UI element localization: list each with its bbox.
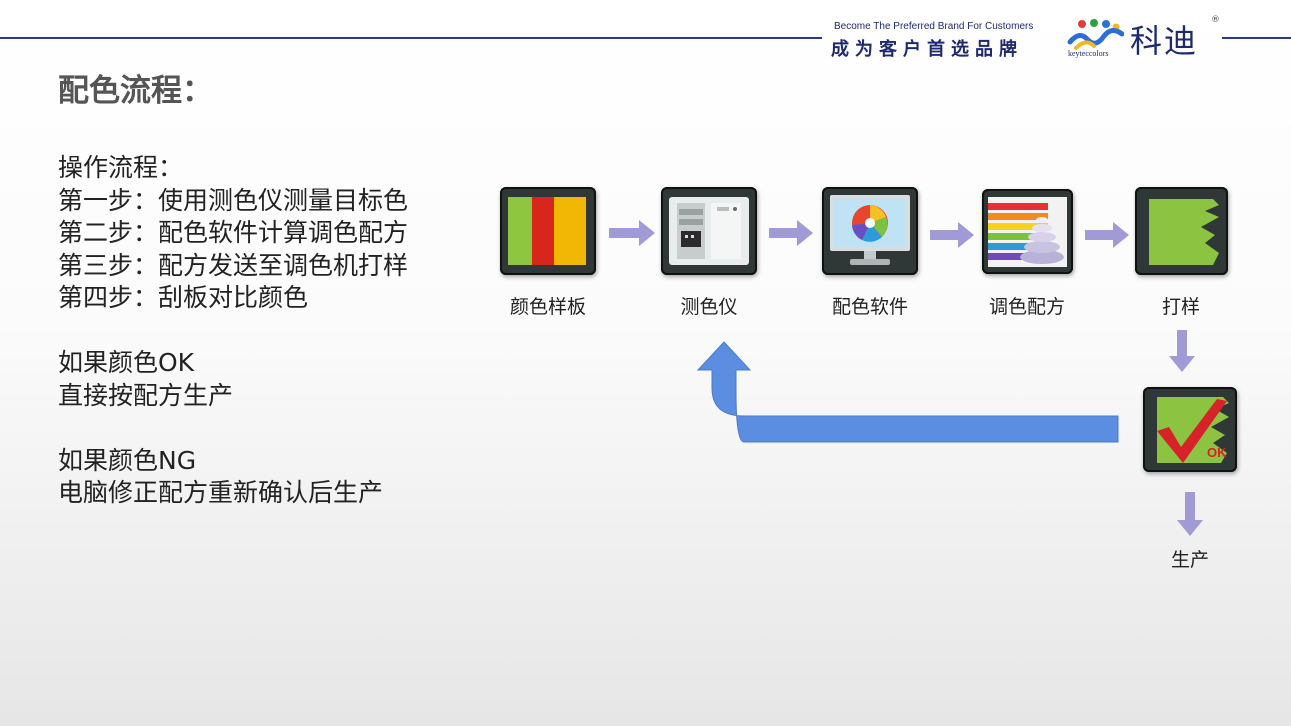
header-divider-right xyxy=(1222,37,1291,39)
color-software-icon xyxy=(830,195,910,265)
header-divider-left xyxy=(0,37,822,39)
flow-arrow-1 xyxy=(609,220,655,246)
color-software-tile xyxy=(822,187,918,275)
process-description: 操作流程： 第一步：使用测色仪测量目标色 第二步：配色软件计算调色配方 第三步：… xyxy=(58,152,408,510)
step-1: 第一步：使用测色仪测量目标色 xyxy=(58,185,409,215)
ok-tile: OK xyxy=(1143,387,1237,472)
flow-arrow-3 xyxy=(930,222,974,248)
step-3: 第三步：配方发送至调色机打样 xyxy=(58,250,409,280)
brand-logo-icon xyxy=(1067,19,1124,50)
node-label-formula: 调色配方 xyxy=(988,296,1065,318)
steps-heading: 操作流程： xyxy=(58,153,184,182)
color-swatch-tile xyxy=(500,187,596,275)
spectrophotometer-tile xyxy=(661,187,757,275)
color-swatch-icon xyxy=(508,197,586,265)
ok-condition: 如果颜色OK xyxy=(58,348,195,377)
ok-check-icon: OK xyxy=(1157,397,1229,463)
ok-action: 直接按配方生产 xyxy=(58,380,234,410)
formula-stack-icon xyxy=(988,197,1067,267)
step-2: 第二步：配色软件计算调色配方 xyxy=(58,218,409,247)
step-4: 第四步：刮板对比颜色 xyxy=(58,283,309,312)
flow-arrow-4 xyxy=(1085,222,1129,248)
node-label-spectrophotometer: 测色仪 xyxy=(680,296,738,318)
registered-mark: ® xyxy=(1211,15,1220,25)
production-label: 生产 xyxy=(1170,549,1209,571)
ok-stamp: OK xyxy=(1207,445,1227,460)
page-title: 配色流程： xyxy=(58,73,213,109)
flow-arrow-2 xyxy=(769,220,813,246)
sample-tile xyxy=(1135,187,1228,275)
ng-action: 电脑修正配方重新确认后生产 xyxy=(58,478,384,507)
loop-back-arrow xyxy=(696,341,1119,443)
slogan-chinese: 成为客户首选品牌 xyxy=(831,39,1023,60)
sample-icon xyxy=(1149,199,1219,265)
spectrophotometer-icon xyxy=(669,197,749,265)
brand-subtitle: keyteccolors xyxy=(1068,49,1109,58)
node-label-color-swatch: 颜色样板 xyxy=(509,296,586,318)
node-label-sample: 打样 xyxy=(1161,296,1200,318)
flow-arrow-down-2 xyxy=(1177,492,1203,536)
slogan-english: Become The Preferred Brand For Customers xyxy=(834,21,1034,32)
formula-stack-tile xyxy=(982,189,1073,274)
brand-name: 科迪 xyxy=(1130,22,1199,60)
flow-arrow-down-1 xyxy=(1169,330,1195,372)
node-label-color-software: 配色软件 xyxy=(831,296,908,318)
ng-condition: 如果颜色NG xyxy=(58,445,197,475)
